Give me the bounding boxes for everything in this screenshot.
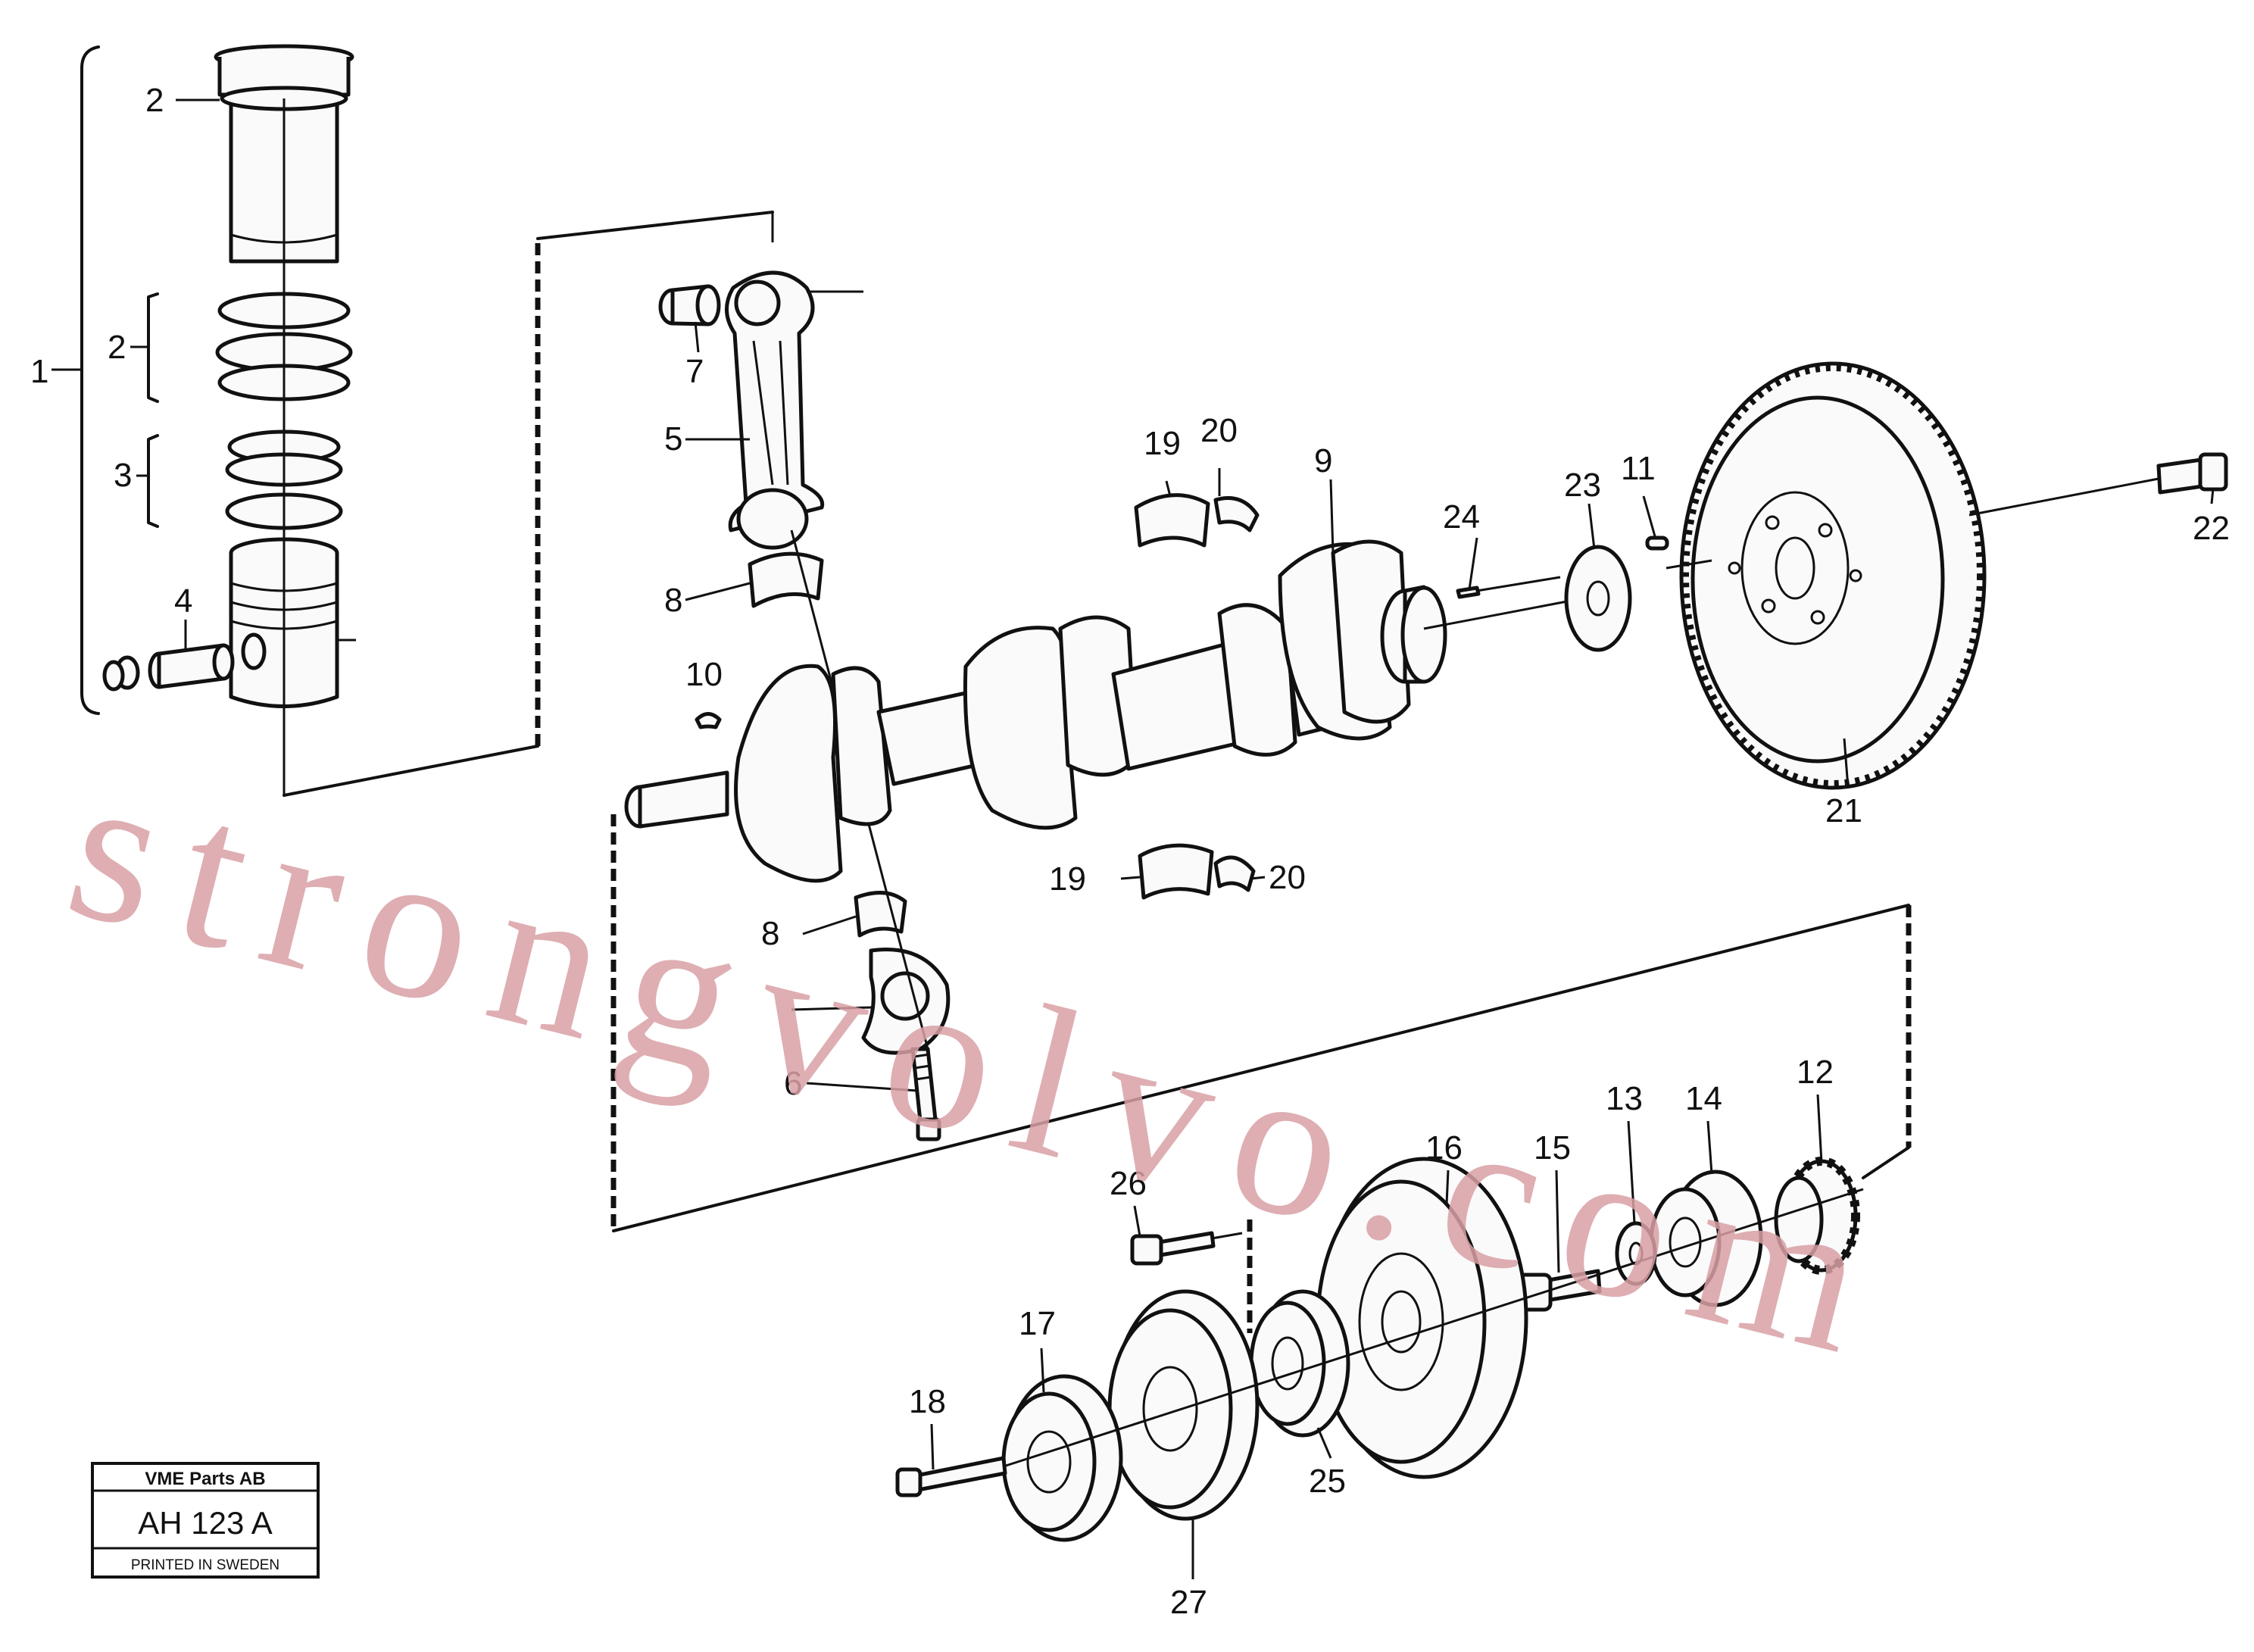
callout-9: 9 [1314, 442, 1332, 479]
callout-8-lower: 8 [761, 915, 779, 952]
callout-10: 10 [685, 656, 723, 693]
piston-assembly [80, 44, 356, 795]
callout-19-upper: 19 [1144, 425, 1181, 462]
callout-2-rings: 2 [108, 329, 126, 366]
callout-23: 23 [1564, 467, 1601, 504]
callout-11: 11 [1621, 450, 1656, 487]
connecting-rod [658, 212, 951, 1141]
callout-7: 7 [685, 353, 704, 390]
callout-12: 12 [1797, 1054, 1834, 1091]
callout-21: 21 [1825, 792, 1862, 829]
main-bearing-upper [1134, 493, 1260, 548]
callout-16: 16 [1425, 1129, 1463, 1166]
front-pulley-group [895, 1157, 1864, 1542]
callout-20-upper: 20 [1200, 412, 1238, 449]
flywheel-group [1456, 361, 2228, 790]
callout-14: 14 [1685, 1080, 1722, 1117]
assembly-lines [283, 211, 1912, 1333]
callout-13: 13 [1606, 1080, 1643, 1117]
callout-3: 3 [114, 457, 132, 494]
crankshaft [624, 539, 1584, 883]
callout-24: 24 [1443, 498, 1480, 536]
callout-18: 18 [909, 1383, 946, 1420]
stamp-company: VME Parts AB [145, 1469, 265, 1489]
callout-5: 5 [664, 420, 682, 458]
stamp-printed: PRINTED IN SWEDEN [131, 1557, 279, 1573]
callout-1: 1 [30, 353, 48, 390]
title-stamp: VME Parts AB AH 123 A PRINTED IN SWEDEN [91, 1462, 320, 1579]
callout-8-upper: 8 [664, 582, 682, 619]
callout-15: 15 [1534, 1129, 1571, 1166]
callout-20-lower: 20 [1269, 859, 1306, 896]
callout-17: 17 [1019, 1305, 1056, 1342]
leader-lines [52, 98, 2215, 1579]
callout-25: 25 [1309, 1463, 1346, 1500]
callout-6: 6 [784, 1065, 802, 1102]
main-bearing-lower [1138, 843, 1256, 900]
watermark: strongvolvo.com [49, 725, 1914, 1404]
stamp-code: AH 123 A [138, 1505, 272, 1541]
callout-2-liner: 2 [145, 82, 164, 119]
callout-27: 27 [1170, 1584, 1207, 1621]
callout-19-lower: 19 [1049, 860, 1086, 898]
callout-4: 4 [174, 582, 192, 620]
callout-26: 26 [1110, 1165, 1147, 1202]
callout-22: 22 [2193, 510, 2230, 547]
callouts: 1 2 2 3 4 5 6 7 8 8 9 10 11 12 13 14 15 … [30, 82, 2230, 1621]
